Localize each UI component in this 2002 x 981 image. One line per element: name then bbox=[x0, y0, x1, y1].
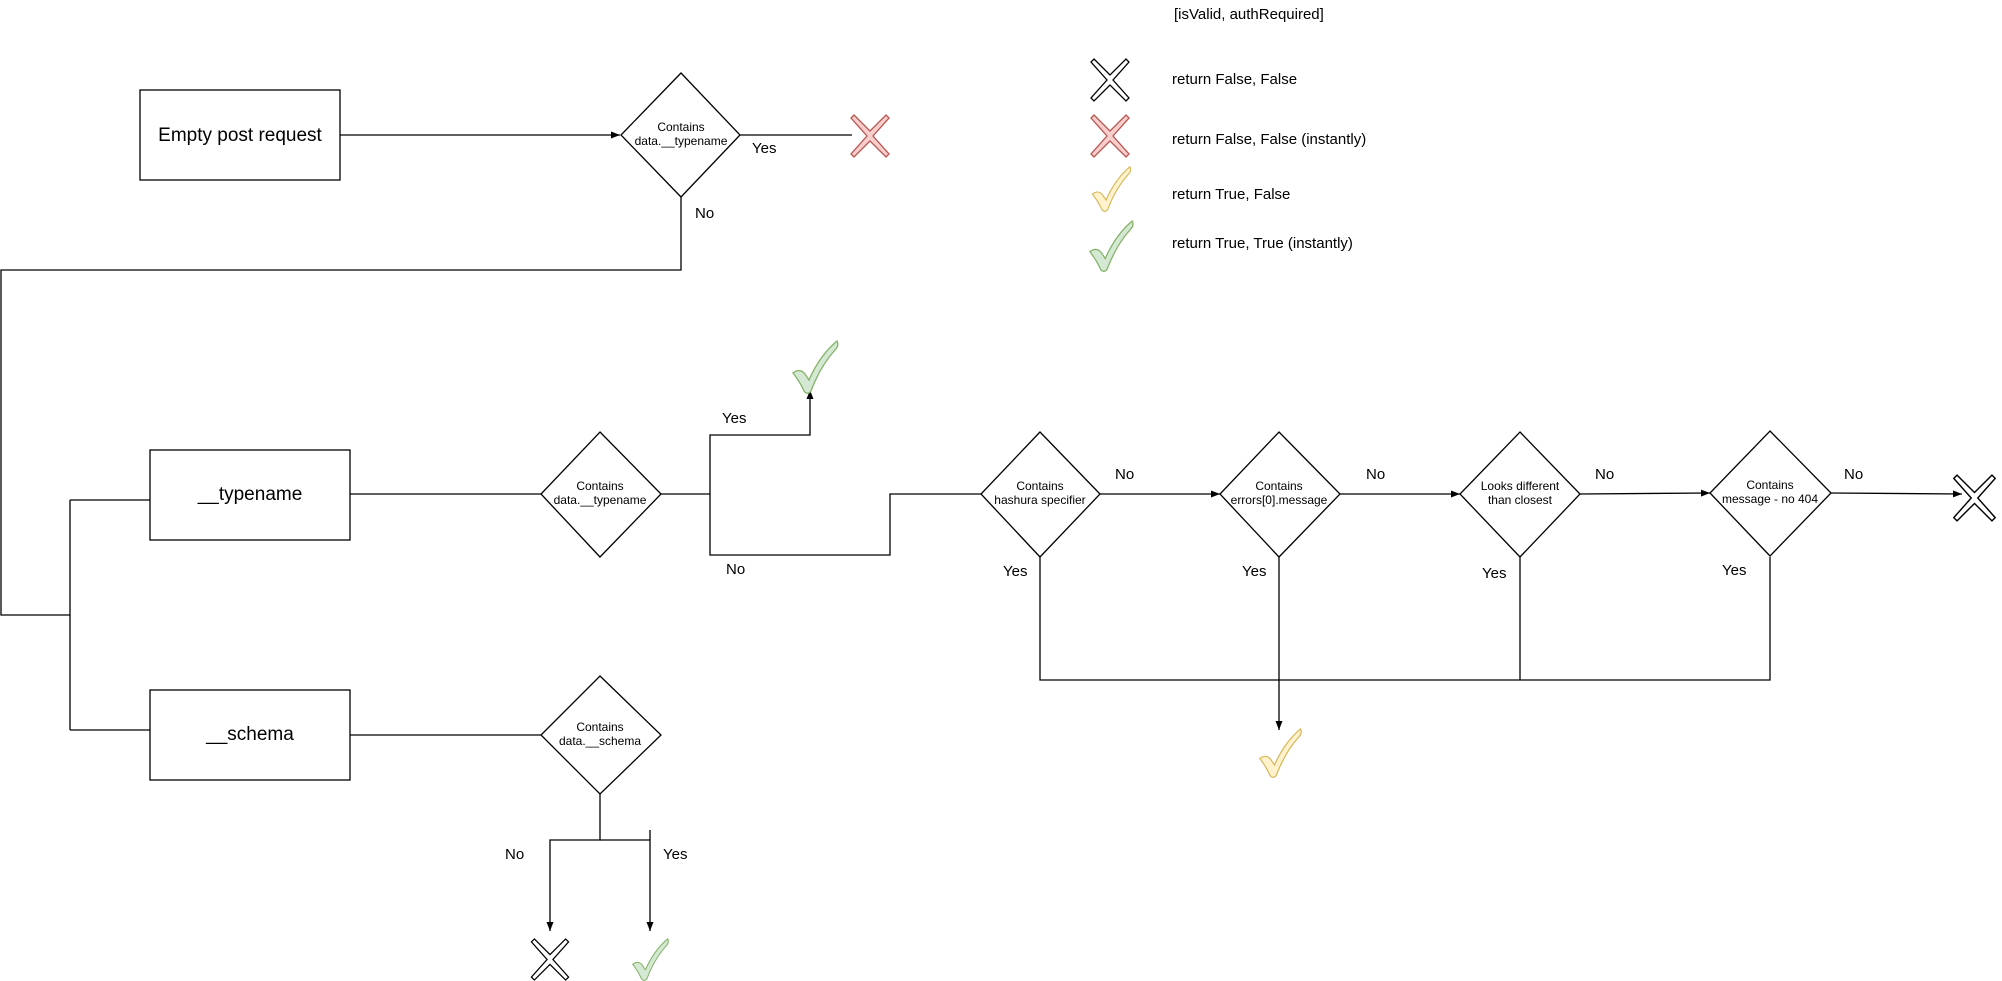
label-top-no: No bbox=[695, 205, 714, 222]
diamond-typename-contains-typename: Contains data.__typename bbox=[540, 431, 662, 558]
diamond-message-no-404: Contains message - no 404 bbox=[1709, 430, 1832, 557]
check-yellow-icon bbox=[1259, 728, 1302, 778]
diamond-different-line-1: Looks different bbox=[1481, 479, 1560, 493]
edge-schema-yes bbox=[600, 839, 654, 931]
diamond-contains-schema: Contains data.__schema bbox=[540, 675, 662, 795]
diamond-message-line-2: message - no 404 bbox=[1722, 492, 1818, 506]
diamond-top-line-1: Contains bbox=[657, 120, 704, 134]
legend-item-3-text: return True, False bbox=[1172, 186, 1290, 203]
cross-red-icon bbox=[851, 115, 889, 157]
diamond-typename-line-1: Contains bbox=[576, 479, 623, 493]
edge-hashura-yes bbox=[1039, 557, 1771, 681]
schema-box-label: __schema bbox=[205, 724, 294, 745]
label-errors-no: No bbox=[1366, 466, 1385, 483]
diamond-schema-line-2: data.__schema bbox=[559, 734, 641, 748]
diamond-top-line-2: data.__typename bbox=[635, 134, 728, 148]
label-different-no: No bbox=[1595, 466, 1614, 483]
edge-message-no bbox=[1830, 490, 1963, 498]
diamond-looks-different: Looks different than closest bbox=[1459, 431, 1581, 558]
legend: [isValid, authRequired] return False, Fa… bbox=[1089, 6, 1366, 272]
empty-post-request-box: Empty post request bbox=[139, 89, 341, 181]
label-message-no: No bbox=[1844, 466, 1863, 483]
legend-item-1-text: return False, False bbox=[1172, 71, 1297, 88]
label-typename-yes: Yes bbox=[722, 410, 746, 427]
diamond-message-line-1: Contains bbox=[1746, 478, 1793, 492]
cross-outline-icon bbox=[531, 938, 569, 981]
edge-schema-out bbox=[546, 794, 601, 931]
diamond-typename-line-2: data.__typename bbox=[554, 493, 647, 507]
label-message-yes: Yes bbox=[1722, 562, 1746, 579]
diamond-hashura-specifier: Contains hashura specifier bbox=[980, 431, 1101, 558]
diamond-errors-message: Contains errors[0].message bbox=[1219, 431, 1341, 558]
diamond-errors-line-1: Contains bbox=[1255, 479, 1302, 493]
edge-top-no bbox=[0, 197, 682, 616]
label-schema-yes: Yes bbox=[663, 846, 687, 863]
check-green-icon bbox=[1089, 220, 1134, 272]
label-hashura-no: No bbox=[1115, 466, 1134, 483]
label-different-yes: Yes bbox=[1482, 565, 1506, 582]
legend-item-2-text: return False, False (instantly) bbox=[1172, 131, 1366, 148]
cross-red-icon bbox=[1091, 115, 1129, 157]
empty-post-request-label: Empty post request bbox=[158, 125, 322, 146]
cross-outline-icon bbox=[1091, 59, 1129, 101]
legend-heading: [isValid, authRequired] bbox=[1174, 6, 1324, 23]
diamond-schema-line-1: Contains bbox=[576, 720, 623, 734]
edge-different-no bbox=[1579, 489, 1711, 497]
edges bbox=[0, 131, 1963, 931]
typename-box: __typename bbox=[149, 449, 351, 541]
label-typename-no: No bbox=[726, 561, 745, 578]
edge-typename-yes bbox=[709, 390, 814, 494]
diamond-top-contains-typename: Contains data.__typename bbox=[620, 72, 741, 198]
edge-typename-no bbox=[709, 493, 982, 556]
diamond-hashura-line-1: Contains bbox=[1016, 479, 1063, 493]
label-top-yes: Yes bbox=[752, 140, 776, 157]
cross-outline-icon bbox=[1953, 475, 1996, 521]
typename-box-label: __typename bbox=[197, 484, 303, 505]
label-hashura-yes: Yes bbox=[1003, 563, 1027, 580]
check-green-icon bbox=[793, 341, 838, 394]
diamond-different-line-2: than closest bbox=[1488, 493, 1553, 507]
edge-labels: Yes No Yes No No Yes No Yes No Yes No Ye… bbox=[505, 140, 1863, 863]
diamond-hashura-line-2: hashura specifier bbox=[994, 493, 1085, 507]
label-errors-yes: Yes bbox=[1242, 563, 1266, 580]
check-green-icon bbox=[632, 938, 669, 981]
legend-item-4-text: return True, True (instantly) bbox=[1172, 235, 1353, 252]
check-yellow-icon bbox=[1092, 166, 1131, 212]
schema-box: __schema bbox=[149, 689, 351, 781]
diamond-errors-line-2: errors[0].message bbox=[1231, 493, 1328, 507]
label-schema-no: No bbox=[505, 846, 524, 863]
